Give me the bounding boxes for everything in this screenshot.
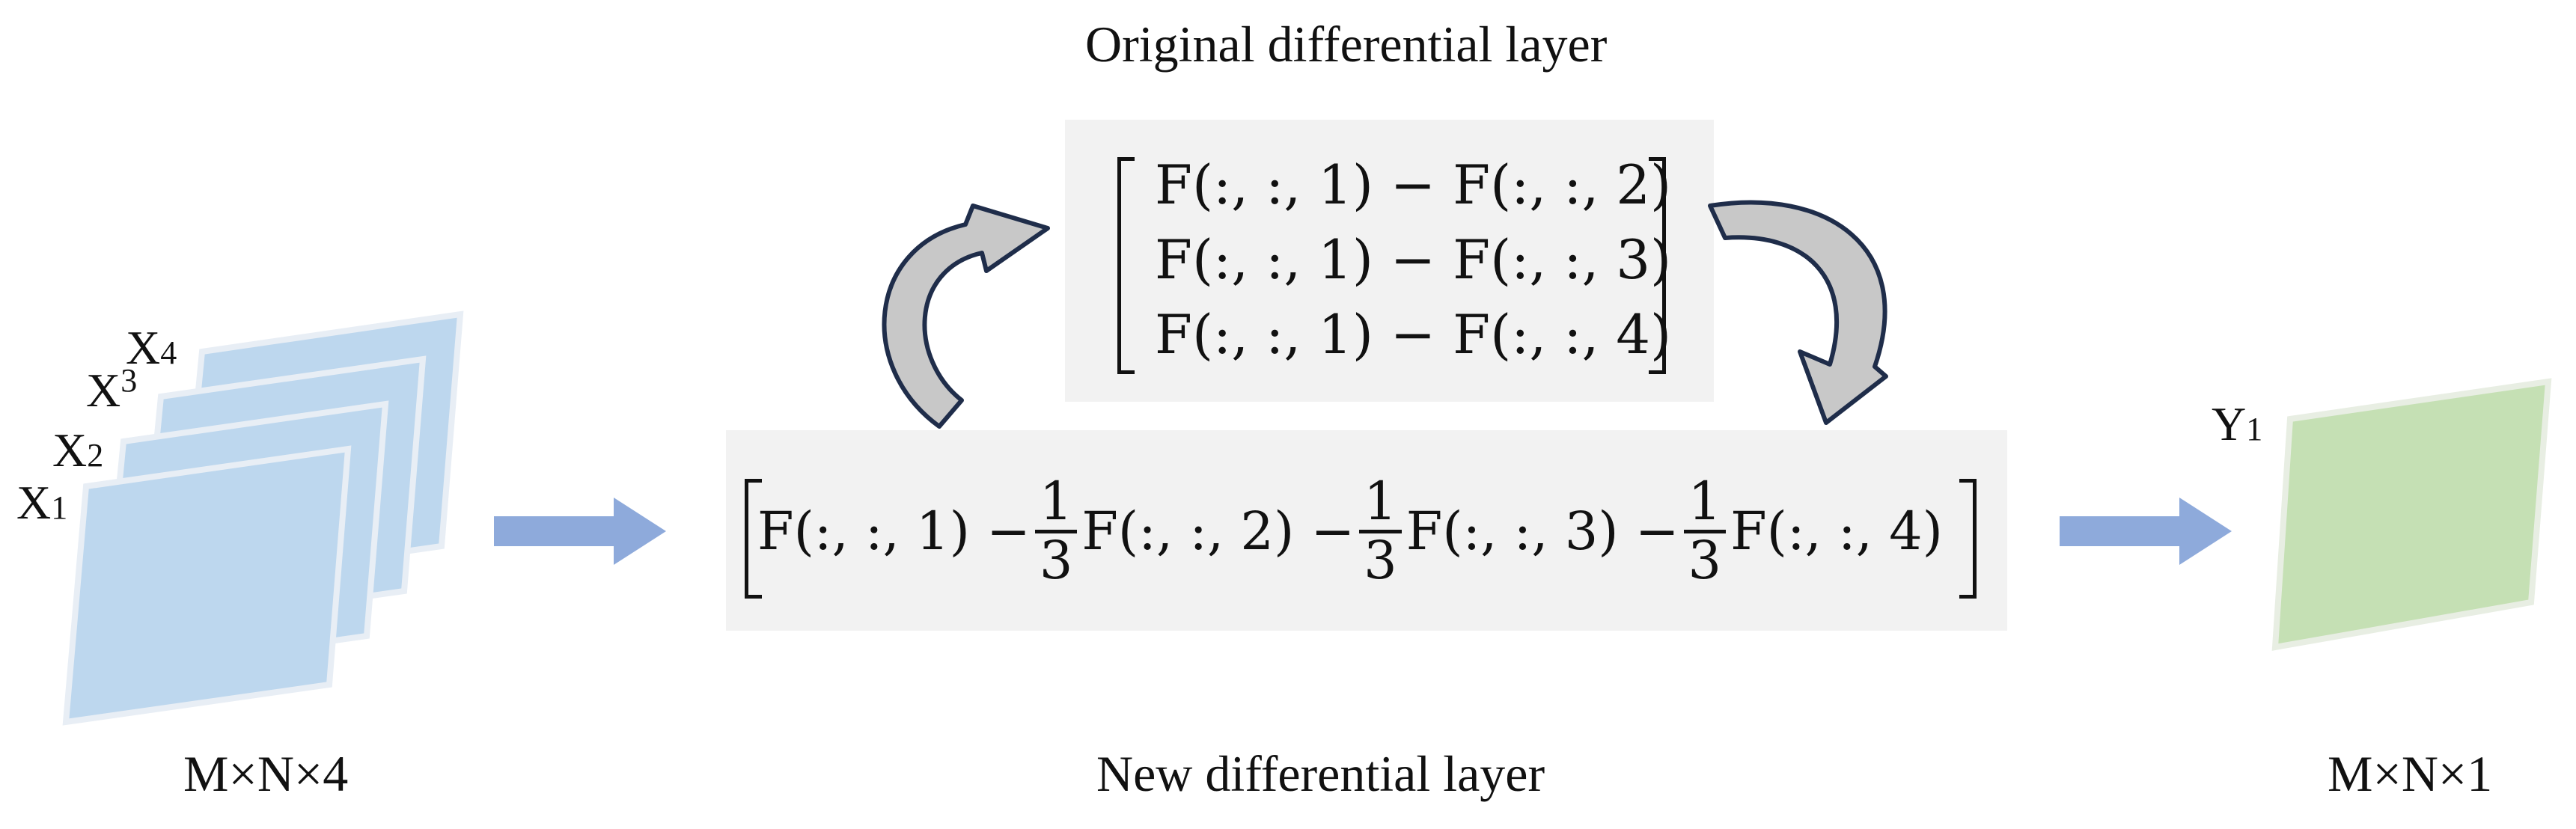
matrix-row-3: F(:, :, 1) − F(:, :, 4) — [1155, 303, 1672, 366]
curved-arrow-right — [1708, 200, 1888, 425]
input-label-x2: X2 — [52, 423, 104, 477]
input-label-x1: X1 — [16, 476, 68, 529]
input-dims: M×N×4 — [183, 745, 349, 802]
output-label-y1: Y1 — [2212, 397, 2263, 450]
original-layer-title: Original differential layer — [1085, 16, 1608, 73]
formula-right-bracket — [1959, 479, 1977, 599]
input-layer-1 — [62, 445, 352, 726]
matrix-row-2: F(:, :, 1) − F(:, :, 3) — [1155, 228, 1672, 291]
input-label-x4: X4 — [126, 321, 177, 374]
output-dims: M×N×1 — [2328, 745, 2493, 802]
output-layer — [2271, 378, 2552, 651]
formula-term-4: F(:, :, 4) — [1730, 501, 1943, 562]
formula-left-bracket — [745, 479, 762, 599]
input-layer-stack — [62, 311, 464, 726]
flow-arrow-right — [2060, 498, 2232, 565]
matrix-right-bracket — [1649, 157, 1666, 374]
input-label-x3: X3 — [86, 362, 138, 417]
original-layer-box: F(:, :, 1) − F(:, :, 2) F(:, :, 1) − F(:… — [1065, 120, 1714, 402]
curved-arrow-left — [882, 204, 1050, 429]
matrix-left-bracket — [1117, 157, 1135, 374]
flow-arrow-left — [494, 498, 666, 565]
formula-term-3: F(:, :, 3) − — [1405, 501, 1679, 562]
formula-term-2: F(:, :, 2) − — [1081, 501, 1355, 562]
new-layer-title: New differential layer — [1096, 745, 1545, 802]
matrix-row-1: F(:, :, 1) − F(:, :, 2) — [1155, 153, 1672, 216]
formula-term-1: F(:, :, 1) − — [757, 501, 1031, 562]
